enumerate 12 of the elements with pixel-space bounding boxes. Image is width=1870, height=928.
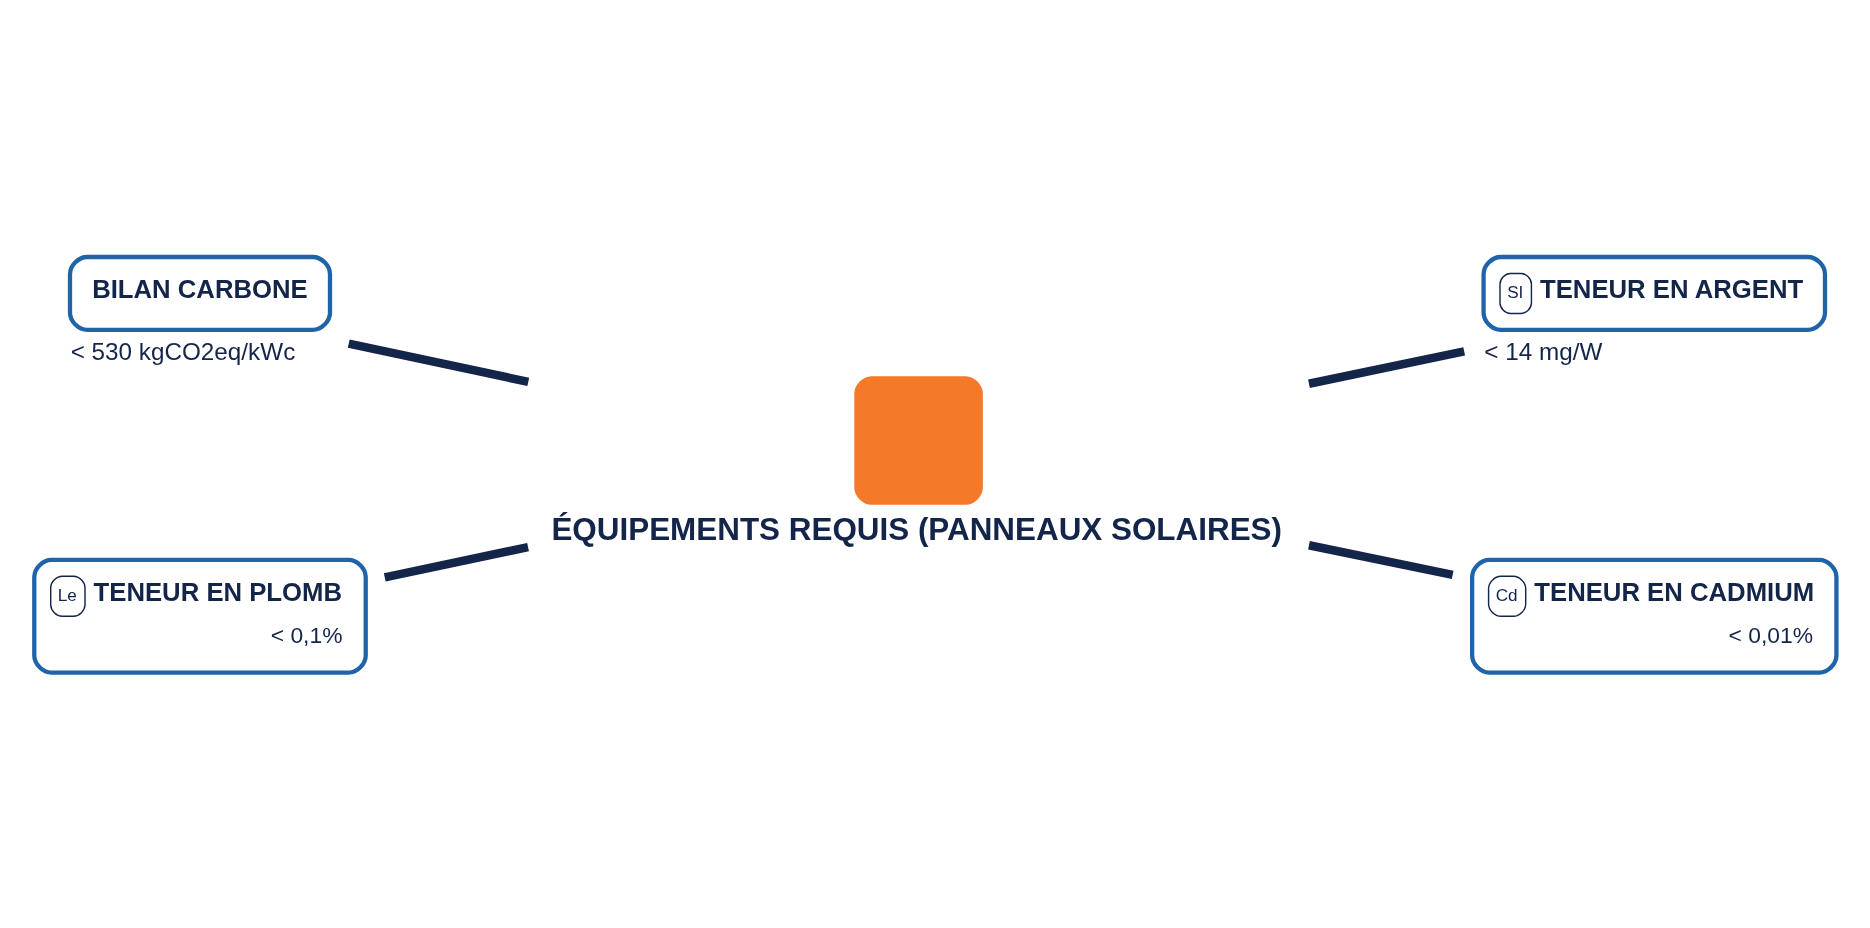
- node-box: [854, 375, 983, 505]
- connector: [383, 542, 529, 582]
- node-label: < 14 mg/W: [1484, 337, 1603, 365]
- node-box: Le TENEUR EN PLOMB < 0,1%: [32, 557, 368, 675]
- connector: [347, 338, 530, 386]
- connector: [1308, 540, 1454, 579]
- node-label: ÉQUIPEMENTS REQUIS (PANNEAUX SOLAIRES): [551, 511, 1282, 547]
- node-box: Cd TENEUR EN CADMIUM < 0,01%: [1470, 557, 1839, 675]
- node-label: < 530 kgCO2eq/kWc: [70, 337, 296, 365]
- node-box: SI TENEUR EN ARGENT: [1481, 254, 1828, 332]
- node-box: BILAN CARBONE: [67, 254, 333, 332]
- connector: [1308, 346, 1466, 388]
